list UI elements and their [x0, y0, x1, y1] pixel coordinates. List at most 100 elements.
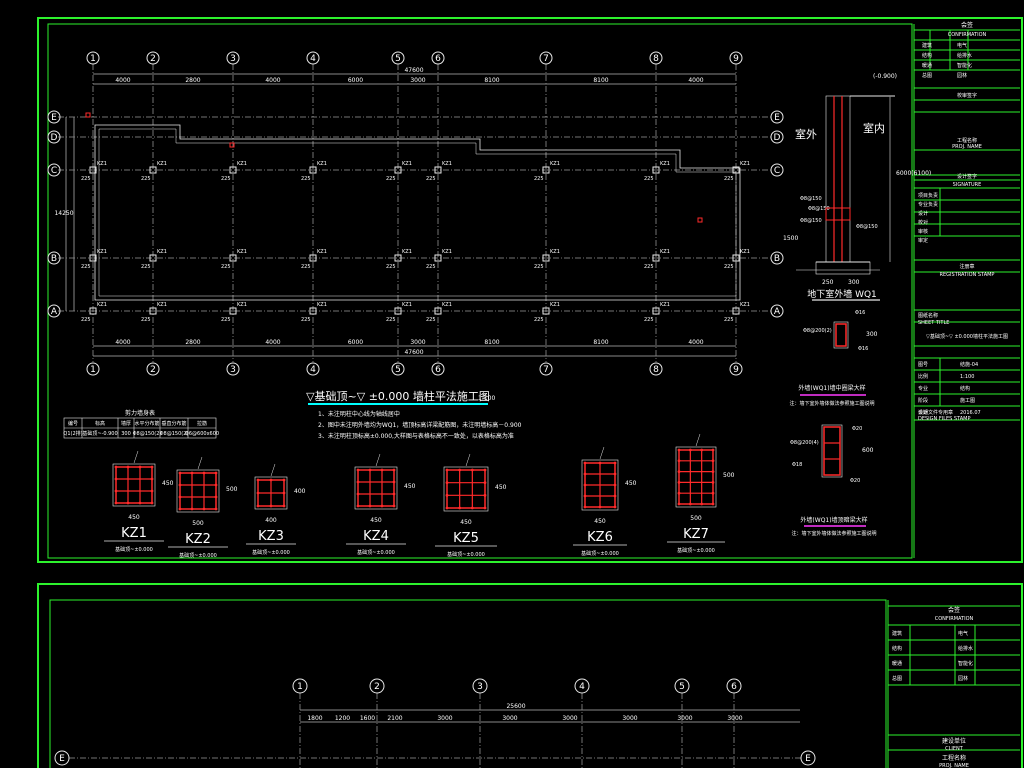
- grid-bubble: [47, 251, 61, 265]
- column-outline: [675, 446, 717, 508]
- column-mark: [229, 307, 237, 315]
- dimension-text: 3000: [562, 715, 577, 722]
- rebar-dot: [445, 468, 449, 472]
- tb1-discipline: 电气: [957, 42, 967, 49]
- title-block-1-text: 会签CONFIRMATION建筑电气结构给排水暖通智能化总图园林校审签字工程名称…: [918, 21, 1008, 422]
- title-block-2-text: 会签CONFIRMATION建筑电气结构给排水暖通智能化总图园林建设单位CLIE…: [892, 606, 974, 768]
- grid-bubble: [306, 362, 320, 376]
- grid-bubble: [649, 362, 663, 376]
- table-header: 标高: [95, 420, 105, 427]
- tb1-field-label: 图号: [918, 362, 928, 368]
- column-size: 400: [265, 517, 277, 524]
- column-mark: [652, 166, 660, 174]
- column-outline: [176, 469, 220, 513]
- rebar-marker: [229, 142, 235, 148]
- grid-bubble-label: 6: [435, 54, 441, 64]
- tb2-owner: 建设单位: [942, 737, 966, 745]
- beam2-outline: [821, 424, 843, 478]
- dimension-text: 3000: [437, 715, 452, 722]
- beam2-bar4: Φ20: [850, 478, 860, 484]
- rebar-dot: [380, 468, 384, 472]
- grid-bubble-label: 1: [90, 54, 96, 64]
- rebar-dot: [150, 501, 154, 505]
- table-header: 垂直分布筋: [161, 420, 186, 427]
- dimension-text: 4000: [688, 77, 703, 84]
- grid-bubble-label: 6: [435, 365, 441, 375]
- column-offset: 225: [644, 317, 654, 323]
- rebar-dot: [368, 504, 372, 508]
- grid-bubble-label: A: [774, 307, 781, 317]
- column-offset: 225: [141, 317, 151, 323]
- grid-bubble-label: 8: [653, 365, 659, 375]
- dimension-text: 2800: [185, 77, 200, 84]
- column-offset: 225: [221, 264, 231, 270]
- grid-bubble: [431, 362, 445, 376]
- wall-beam-section: [825, 207, 851, 221]
- table-cell: Φ8@150(2): [133, 431, 162, 437]
- tb1-discipline: 园林: [957, 72, 967, 79]
- column-mark: [149, 254, 157, 262]
- grid-bubble-label: 4: [579, 682, 585, 692]
- column-mark: [652, 307, 660, 315]
- grid-bubble: [47, 304, 61, 318]
- rebar-dot: [269, 478, 273, 482]
- dimension-text: 1800: [307, 715, 322, 722]
- table-cell: Φ8@150(2): [160, 431, 189, 437]
- column-stirrup: [115, 466, 153, 504]
- grid-bubble-label: A: [51, 307, 58, 317]
- column-mark: [309, 166, 317, 174]
- column-size: 450: [128, 514, 140, 521]
- column-note: 基础顶~±0.000: [357, 549, 395, 556]
- inside-label: 室内: [863, 121, 885, 135]
- plan-notes: 1、未注明柱中心线为轴线居中2、图中未注明外墙均为WQ1，墙顶标高详梁配筋图，未…: [63, 409, 521, 440]
- column-offset: 225: [301, 264, 311, 270]
- column-offset: 225: [426, 176, 436, 182]
- rebar-dot: [613, 472, 617, 476]
- column-size-side: 450: [162, 480, 174, 487]
- column-name: KZ6: [587, 530, 613, 545]
- tb1-role: 项目负责: [918, 192, 938, 199]
- grid-bubble-label: 4: [310, 54, 316, 64]
- rebar-marker: [85, 112, 91, 118]
- rebar-dot: [688, 448, 692, 452]
- column-name: KZ7: [683, 527, 709, 542]
- column-size: 500: [192, 520, 204, 527]
- rebar-dot: [711, 481, 715, 484]
- grid-bubble: [226, 51, 240, 65]
- column-offset: 225: [386, 176, 396, 182]
- grid-bubble-label: 7: [543, 365, 549, 375]
- column-mark: [542, 307, 550, 315]
- rebar-dot: [583, 505, 587, 509]
- column-mark: [434, 254, 442, 262]
- grid-bubble-label: B: [51, 254, 57, 264]
- column-offset: 225: [724, 317, 734, 323]
- rebar-dot: [583, 461, 587, 465]
- dimension-text: 3000: [677, 715, 692, 722]
- grid-bubble: [391, 362, 405, 376]
- tb1-discipline: 建筑: [922, 42, 932, 49]
- column-note: 基础顶~±0.000: [447, 551, 485, 558]
- grid-bubble: [146, 51, 160, 65]
- tb1-project: 工程名称: [957, 137, 977, 144]
- column-offset: 225: [534, 317, 544, 323]
- column-offset: 225: [141, 264, 151, 270]
- rebar-dot: [583, 483, 587, 487]
- column-size: 450: [460, 519, 472, 526]
- beam2-bar2: Φ18: [792, 462, 802, 468]
- rebar-dot: [178, 483, 182, 487]
- column-size-side: 450: [495, 484, 507, 491]
- rebar-dot: [688, 502, 692, 506]
- wall-dim-bottom: 300: [848, 279, 860, 286]
- dimension-text: 3000: [622, 715, 637, 722]
- column-offset: 225: [221, 176, 231, 182]
- dimension-text: 4000: [265, 77, 280, 84]
- grid-bubble: [770, 163, 784, 177]
- rebar-dot: [711, 470, 715, 473]
- tb1-drawing-value: ▽基础顶~▽ ±0.000墙柱平法施工图: [926, 333, 1008, 340]
- grid-bubble-label: 5: [395, 365, 401, 375]
- rebar-dot: [190, 471, 194, 475]
- rebar-dot: [178, 471, 182, 475]
- beam1-dim: 300: [866, 331, 878, 338]
